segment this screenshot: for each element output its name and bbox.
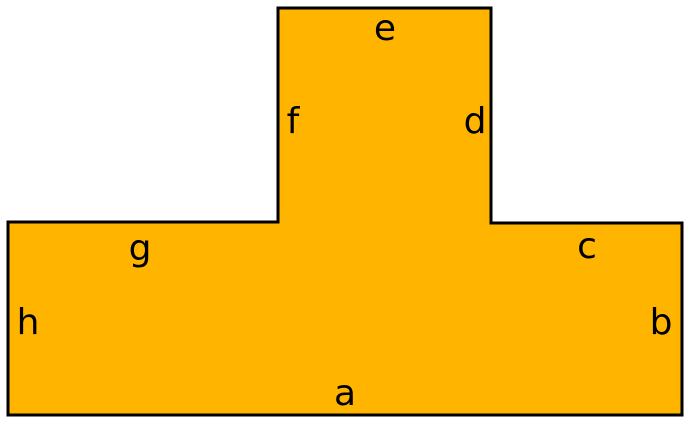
label-e: e xyxy=(374,8,396,49)
label-f: f xyxy=(287,101,301,142)
label-h: h xyxy=(17,302,40,343)
t-shaped-polygon xyxy=(6,6,684,417)
label-d: d xyxy=(464,101,487,142)
label-b: b xyxy=(650,302,673,343)
label-g: g xyxy=(129,228,152,269)
label-c: c xyxy=(577,226,597,267)
label-a: a xyxy=(334,373,356,414)
